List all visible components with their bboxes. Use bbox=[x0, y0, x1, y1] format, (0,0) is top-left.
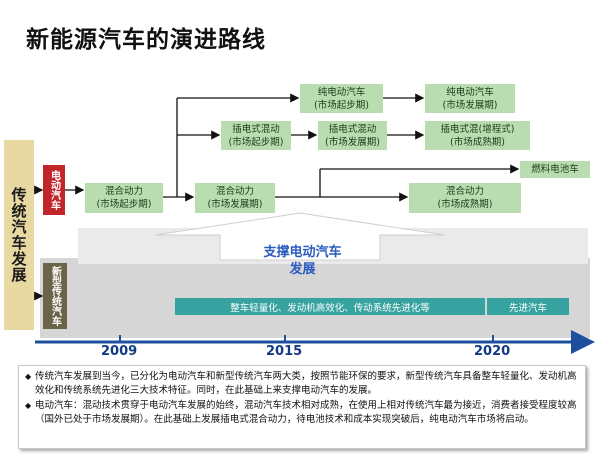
node-bev-dev: 纯电动汽车 (市场发展期) bbox=[425, 84, 515, 113]
page-title: 新能源汽车的演进路线 bbox=[26, 27, 266, 53]
node-line: 纯电动汽车 bbox=[317, 86, 366, 98]
advanced-vehicle-box: 先进汽车 bbox=[487, 298, 569, 315]
node-hybrid-start: 混合动力 (市场起步期) bbox=[85, 183, 163, 213]
year-label: 2015 bbox=[266, 344, 303, 359]
node-line: (市场起步期) bbox=[96, 199, 152, 210]
node-line: (市场发展期) bbox=[325, 136, 380, 148]
node-phev-dev: 插电式混动 (市场发展期) bbox=[318, 121, 387, 150]
node-line: 插电式混动 bbox=[232, 123, 280, 135]
tech-features-bar: 整车轻量化、发动机高效化、传动系统先进化等 bbox=[175, 298, 485, 315]
support-line: 发展 bbox=[289, 262, 316, 277]
new-traditional-tag: 新型传统汽车 bbox=[43, 263, 67, 329]
traditional-auto-label: 传统汽车发展 bbox=[4, 140, 34, 330]
node-line: (市场成熟期) bbox=[437, 199, 493, 210]
note-item: ◆ 电动汽车：混动技术贯穿于电动汽车发展的始终，混动汽车技术相对成熟，在使用上相… bbox=[25, 399, 579, 427]
node-phev-mature: 插电式混(增程式) (市场成熟期) bbox=[425, 121, 530, 150]
node-line: 混合动力 bbox=[445, 186, 484, 197]
node-fuel-cell: 燃料电池车 bbox=[520, 161, 590, 178]
node-bev-start: 纯电动汽车 (市场起步期) bbox=[300, 84, 383, 113]
year-label: 2020 bbox=[474, 344, 511, 359]
node-hybrid-dev: 混合动力 (市场发展期) bbox=[195, 183, 275, 213]
node-phev-start: 插电式混动 (市场起步期) bbox=[221, 121, 291, 150]
node-line: 插电式混动 bbox=[328, 123, 377, 135]
note-item: ◆ 传统汽车发展到当今，已分化为电动汽车和新型传统汽车两大类，按照节能环保的要求… bbox=[25, 370, 579, 398]
support-ev-label: 支撑电动汽车 发展 bbox=[240, 241, 365, 281]
node-line: (市场起步期) bbox=[314, 99, 369, 111]
node-line: 混合动力 bbox=[215, 186, 254, 197]
new-tag-text: 新型传统汽车 bbox=[49, 266, 61, 326]
node-line: (市场起步期) bbox=[228, 136, 284, 148]
node-line: 纯电动汽车 bbox=[446, 86, 494, 98]
side-label-text: 传统汽车发展 bbox=[9, 187, 28, 283]
ev-tag-text: 电动汽车 bbox=[48, 170, 60, 210]
bullet-icon: ◆ bbox=[25, 401, 32, 410]
node-line: 混合动力 bbox=[104, 186, 143, 197]
node-line: (市场成熟期) bbox=[450, 136, 505, 148]
note-text: 传统汽车发展到当今，已分化为电动汽车和新型传统汽车两大类，按照节能环保的要求，新… bbox=[35, 371, 577, 396]
node-hybrid-mature: 混合动力 (市场成熟期) bbox=[409, 183, 521, 213]
ev-tag: 电动汽车 bbox=[43, 165, 65, 215]
year-label: 2009 bbox=[101, 344, 138, 359]
notes-box: ◆ 传统汽车发展到当今，已分化为电动汽车和新型传统汽车两大类，按照节能环保的要求… bbox=[18, 365, 586, 449]
node-line: (市场发展期) bbox=[442, 99, 498, 111]
note-text: 电动汽车：混动技术贯穿于电动汽车发展的始终，混动汽车技术相对成熟，在使用上相对传… bbox=[35, 400, 577, 425]
node-line: (市场发展期) bbox=[207, 199, 263, 210]
node-line: 燃料电池车 bbox=[531, 164, 579, 175]
bullet-icon: ◆ bbox=[25, 372, 32, 381]
support-line: 支撑电动汽车 bbox=[263, 245, 342, 260]
node-line: 插电式混(增程式) bbox=[440, 123, 515, 135]
